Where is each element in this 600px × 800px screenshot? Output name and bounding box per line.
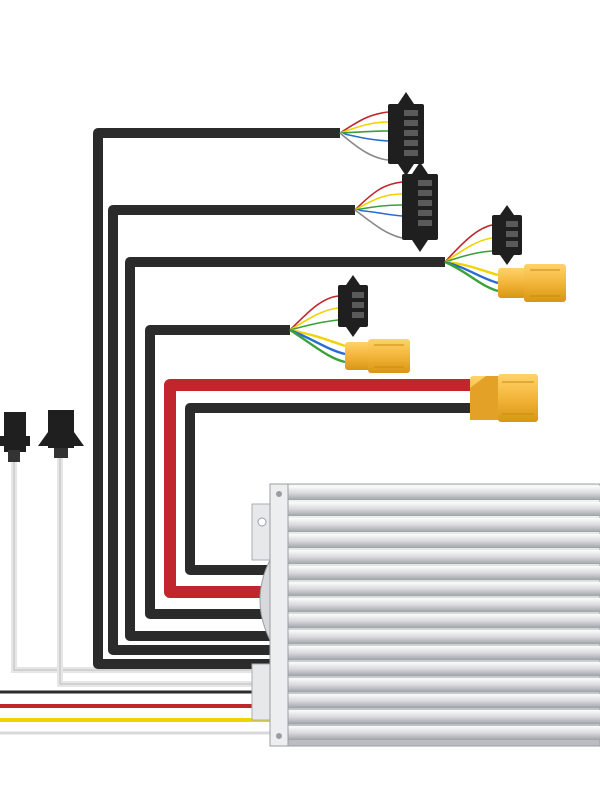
bottom-signal-leads [0,690,270,735]
power-xt-connector [470,374,538,422]
plug-icon [0,412,30,462]
signal-fanout-wires [289,111,499,364]
red-power-cable [164,379,470,598]
connector-3pin-with-xt-female [492,205,566,302]
controller-housing [251,483,600,747]
heatsink-fins [270,486,600,740]
connector-6pin-top [388,92,424,176]
connector-6pin-second [402,162,438,252]
plug-icon [38,410,84,458]
two-pin-plugs-left [0,410,270,687]
connector-3pin-with-xt-female-lower [338,275,410,373]
black-harness-cables [93,128,470,669]
